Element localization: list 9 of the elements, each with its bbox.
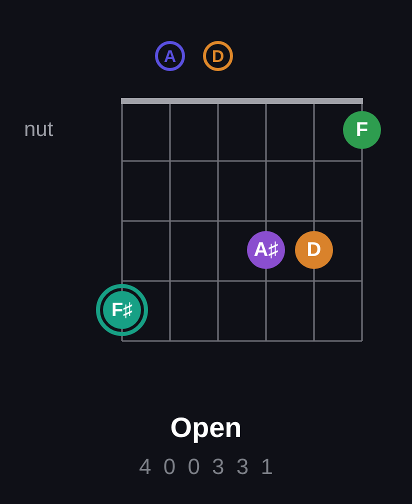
open-string-marker: A: [155, 41, 185, 71]
fingering-code: 4 0 0 3 3 1: [138, 454, 276, 480]
chord-name: Open: [170, 412, 242, 444]
nut-label: nut: [24, 118, 54, 142]
open-string-marker: D: [203, 41, 233, 71]
finger-dot: D: [295, 231, 333, 269]
root-finger-dot: F♯: [96, 284, 148, 336]
finger-dot: F: [343, 111, 381, 149]
finger-dot: A♯: [247, 231, 285, 269]
